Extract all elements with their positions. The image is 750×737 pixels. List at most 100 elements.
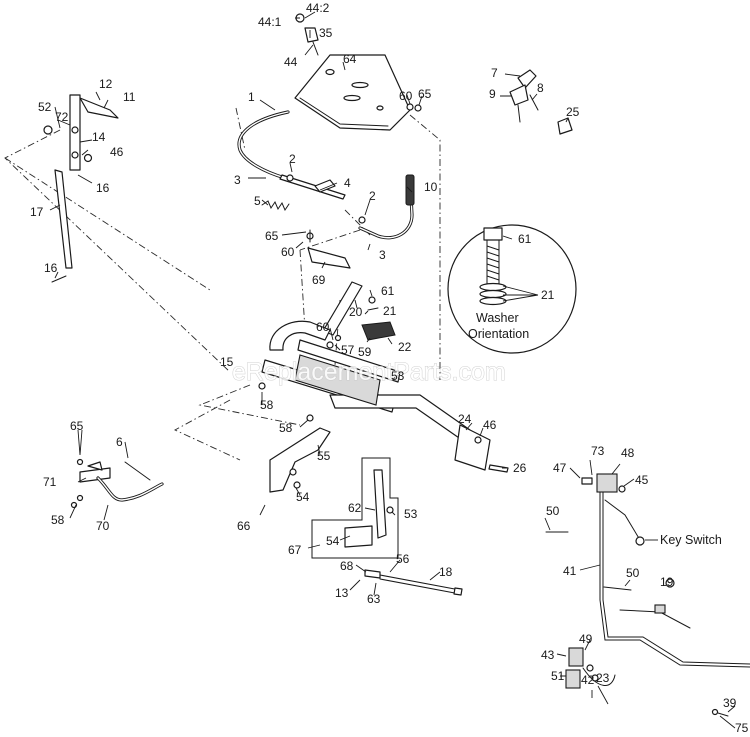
- callout-64: 64: [343, 52, 357, 66]
- callout-63: 63: [367, 592, 381, 606]
- callout-75: 75: [735, 721, 749, 735]
- choke-cable-10: [358, 174, 415, 240]
- screw-39-75: [711, 708, 729, 717]
- callout-70: 70: [96, 519, 110, 533]
- callout-73: 73: [591, 444, 605, 458]
- callout-13: 13: [335, 586, 349, 600]
- callout-39: 39: [723, 696, 737, 710]
- callout-21-circle: 21: [541, 288, 555, 302]
- callout-14: 14: [92, 130, 106, 144]
- callout-23: 23: [596, 671, 610, 685]
- callout-53-mid: 53: [391, 369, 405, 383]
- callout-49: 49: [579, 632, 593, 646]
- callout-17: 17: [30, 205, 44, 219]
- callout-54-mid: 54: [296, 490, 310, 504]
- callout-1: 1: [248, 90, 255, 104]
- washer-orientation-label-line2: Orientation: [468, 327, 529, 341]
- wire-harness-41: [599, 489, 750, 668]
- callout-52: 52: [38, 100, 52, 114]
- callout-16-upper: 16: [96, 181, 110, 195]
- callout-61-mid: 61: [381, 284, 395, 298]
- upper-tube-20: [322, 281, 363, 336]
- callout-46-left: 46: [110, 145, 124, 159]
- callout-45: 45: [635, 473, 649, 487]
- leader-lines: [49, 11, 736, 729]
- callout-72: 72: [55, 110, 69, 124]
- callout-65-top: 65: [418, 87, 432, 101]
- link-rod-4: [279, 174, 366, 224]
- callout-11: 11: [123, 90, 136, 104]
- callout-35: 35: [319, 26, 333, 40]
- lever-box-67: [311, 457, 399, 559]
- switches-49-51: [565, 647, 616, 689]
- switch-bracket-7-8-9: [509, 69, 539, 123]
- shield-55: [269, 427, 331, 493]
- bolt-26: [474, 436, 509, 473]
- washer-60-65-top: [406, 103, 422, 112]
- callout-59: 59: [358, 345, 372, 359]
- cable-18: [364, 569, 463, 596]
- callout-10: 10: [424, 180, 438, 194]
- callout-26: 26: [513, 461, 527, 475]
- callout-22: 22: [398, 340, 412, 354]
- switch-48-45: [581, 473, 626, 493]
- callout-69: 69: [312, 273, 326, 287]
- callout-7: 7: [491, 66, 498, 80]
- callout-12: 12: [99, 77, 113, 91]
- callout-18: 18: [439, 565, 453, 579]
- callout-51: 51: [551, 669, 565, 683]
- callout-60-low: 60: [316, 320, 330, 334]
- callout-44-1: 44:1: [258, 15, 282, 29]
- callout-2-upper: 2: [289, 152, 296, 166]
- callout-4: 4: [344, 176, 351, 190]
- clip-25: [557, 117, 573, 135]
- brake-pedal-11-12: [43, 94, 119, 171]
- control-plate-64: [294, 54, 411, 131]
- washer-orientation-detail: [447, 224, 577, 354]
- callout-47: 47: [553, 461, 567, 475]
- callout-55: 55: [317, 449, 331, 463]
- callout-44: 44: [284, 55, 298, 69]
- callout-8: 8: [537, 81, 544, 95]
- callout-68: 68: [340, 559, 354, 573]
- callout-42: 42: [581, 673, 595, 687]
- callout-15: 15: [220, 355, 234, 369]
- callout-58-mid: 58: [260, 398, 274, 412]
- callout-66: 66: [237, 519, 251, 533]
- callout-58-low: 58: [279, 421, 293, 435]
- callout-50-left: 50: [546, 504, 560, 518]
- callout-62: 62: [348, 501, 362, 515]
- callout-67: 67: [288, 543, 302, 557]
- bracket-71-70: [70, 458, 164, 509]
- throttle-cable-1: [237, 110, 290, 180]
- lever-bracket-59-22: [361, 296, 396, 341]
- callout-46-mid: 46: [483, 418, 497, 432]
- callout-25: 25: [566, 105, 580, 119]
- callout-21-mid: 21: [383, 304, 397, 318]
- callout-61-circle: 61: [518, 232, 532, 246]
- callout-71: 71: [43, 475, 57, 489]
- bracket-69: [306, 229, 351, 269]
- callout-3-lower: 3: [379, 248, 386, 262]
- callout-19: 19: [660, 575, 674, 589]
- washer-orientation-label-line1: Washer: [476, 311, 519, 325]
- callout-9: 9: [489, 87, 496, 101]
- callout-60-top: 60: [399, 89, 413, 103]
- callout-16-lower: 16: [44, 261, 58, 275]
- callout-53-low: 53: [404, 507, 418, 521]
- callout-58-left: 58: [51, 513, 65, 527]
- callout-65-mid: 65: [265, 229, 279, 243]
- callout-numbers: 44:1 44:2 35 44 64 60 65 7 9 8 25 12 11 …: [30, 1, 749, 735]
- pedal-rod-17: [51, 169, 73, 283]
- callout-56: 56: [396, 552, 410, 566]
- wire-50-pieces: [545, 531, 632, 591]
- bolt-58-mid: [258, 382, 314, 422]
- hardware-57-60: [326, 334, 342, 349]
- key-switch-label: Key Switch: [660, 533, 722, 547]
- spring-5: [261, 200, 290, 212]
- callout-20: 20: [349, 305, 363, 319]
- callout-5: 5: [254, 194, 261, 208]
- control-frame-15: [261, 320, 491, 471]
- callout-57: 57: [341, 343, 355, 357]
